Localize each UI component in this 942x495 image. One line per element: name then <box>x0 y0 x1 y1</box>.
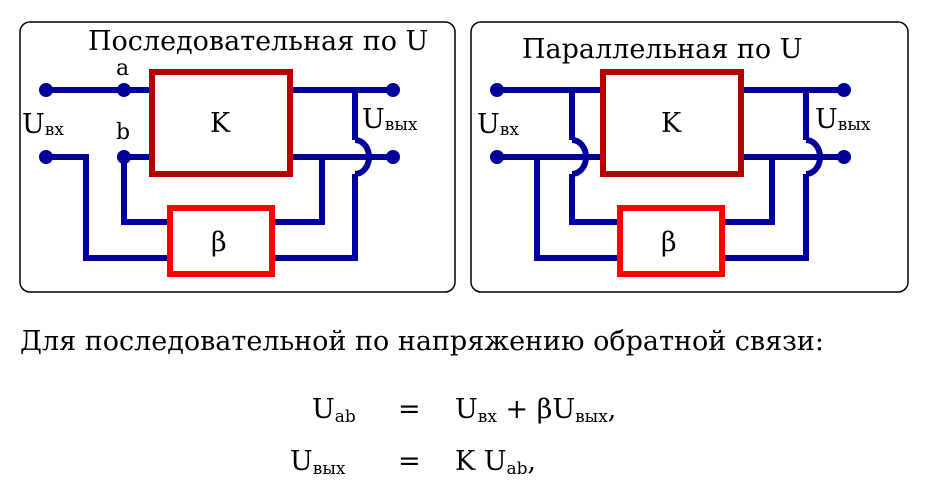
eq1-equals: = <box>398 394 421 425</box>
diagram-title: Параллельная по U <box>522 34 802 65</box>
node-b-label: b <box>116 120 130 145</box>
amplifier-block <box>600 69 744 177</box>
feedback-block <box>167 205 275 277</box>
parallel-diagram: Параллельная по U Uвх Uвых K β <box>470 21 909 293</box>
output-voltage-label: Uвых <box>362 104 418 135</box>
node-a-label: a <box>116 56 129 81</box>
eq2-equals: = <box>398 446 421 477</box>
caption-text: Для последовательной по напряжению обрат… <box>20 326 824 357</box>
equation-1: Uab <box>312 394 356 427</box>
terminals <box>490 83 851 164</box>
input-voltage-label: Uвх <box>22 109 64 140</box>
wires <box>497 87 844 261</box>
eq2-lhs: Uвых <box>290 446 346 479</box>
eq1-rhs: Uвх + βUвых, <box>455 394 617 427</box>
amplifier-label: K <box>661 108 682 139</box>
panel-frame <box>470 21 909 293</box>
panel-frame <box>19 21 456 293</box>
eq2-rhs: K Uab, <box>455 446 537 479</box>
eq1-lhs: Uab <box>312 394 356 427</box>
wires <box>46 87 393 261</box>
amplifier-block <box>149 69 293 177</box>
feedback-label: β <box>661 227 677 258</box>
series-diagram: Последовательная по U a b Uвх Uвых K β <box>19 21 456 293</box>
diagram-title: Последовательная по U <box>88 26 428 57</box>
terminals <box>39 83 400 164</box>
equation-2: Uвых <box>290 446 345 479</box>
input-voltage-label: Uвх <box>477 109 519 140</box>
feedback-label: β <box>211 227 227 258</box>
output-voltage-label: Uвых <box>815 104 871 135</box>
feedback-block <box>617 205 725 277</box>
amplifier-label: K <box>210 108 231 139</box>
